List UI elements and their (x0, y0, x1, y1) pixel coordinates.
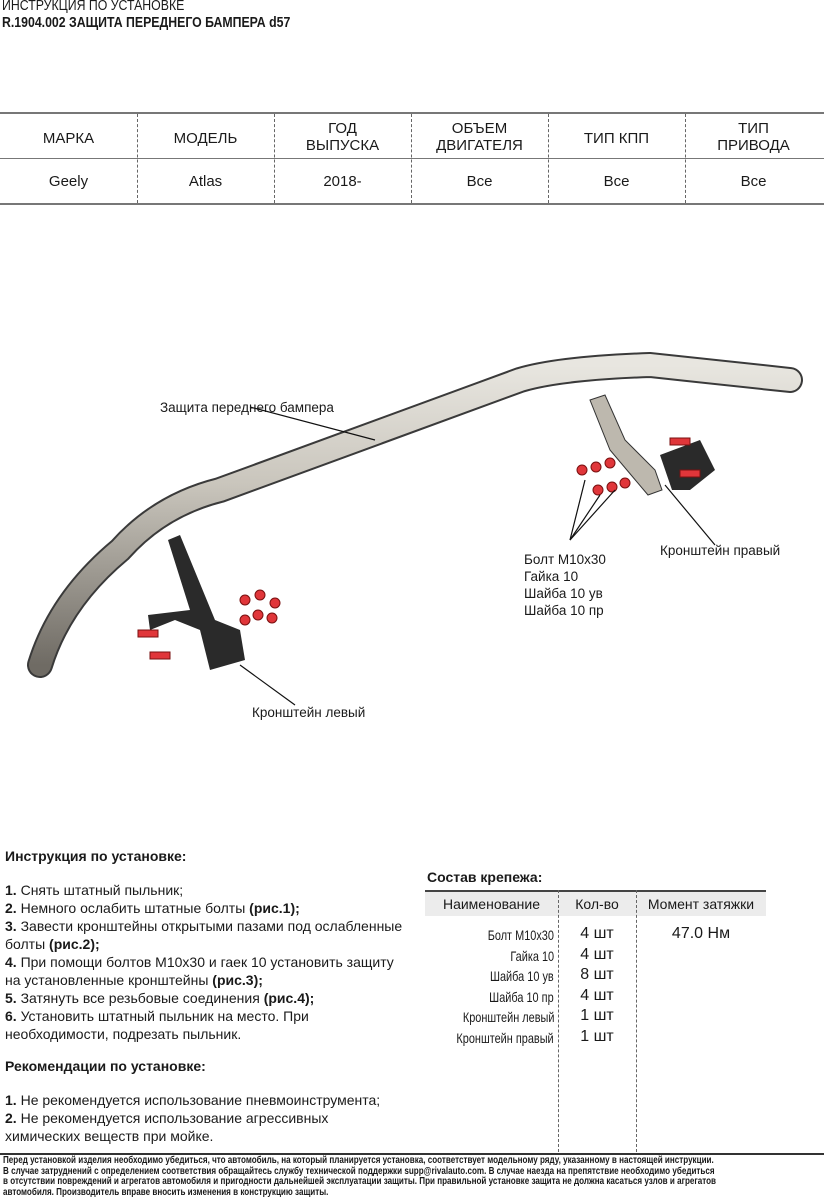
fastener-item: Шайба 10 пр (524, 603, 604, 618)
col-header-name: Наименование (442, 896, 541, 912)
spec-value: Atlas (188, 173, 223, 190)
doc-title: R.1904.002 ЗАЩИТА ПЕРЕДНЕГО БАМПЕРА d57 (2, 14, 291, 31)
spec-value: Все (740, 173, 767, 190)
label-left-bracket: Кронштейн левый (252, 705, 366, 720)
fastener-name: Гайка 10 (510, 947, 554, 964)
spec-value: Все (466, 173, 493, 190)
spec-header: МАРКА (0, 130, 137, 147)
footer-disclaimer: Перед установкой изделия необходимо убед… (3, 1155, 819, 1197)
leader-lines (239, 406, 716, 706)
col-header-qty: Кол-во (575, 896, 619, 912)
spec-header-text: ТИП (738, 120, 769, 137)
spec-header-text: ДВИГАТЕЛЯ (436, 137, 523, 154)
right-bracket (589, 394, 663, 496)
fastener-qty: 4 шт (580, 945, 614, 963)
instruction-step: 3. Завести кронштейны открытыми пазами п… (5, 918, 403, 952)
fasteners-title: Состав крепежа: (427, 869, 543, 885)
label-bumper-guard: Защита переднего бампера (160, 400, 334, 415)
fastener-item: Гайка 10 (524, 569, 579, 584)
spec-header-text: ПРИВОДА (717, 137, 790, 154)
fastener-qty: 1 шт (580, 1027, 614, 1045)
fastener-qty: 4 шт (580, 986, 614, 1004)
spec-header: МОДЕЛЬ (137, 130, 274, 147)
divider (0, 1153, 824, 1155)
spec-header-text: МАРКА (42, 130, 95, 147)
fastener-name: Шайба 10 ув (490, 968, 554, 984)
divider (0, 112, 824, 114)
divider (0, 203, 824, 205)
recommendation: 1. Не рекомендуется использование пневмо… (5, 1092, 381, 1108)
footer-line: в отсутствии повреждений и агрегатов авт… (3, 1175, 717, 1188)
spec-header-text: МОДЕЛЬ (173, 130, 238, 147)
footer-line: Перед установкой изделия необходимо убед… (3, 1154, 714, 1166)
instruction-step: 4. При помощи болтов М10х30 и гаек 10 ус… (5, 954, 394, 988)
spec-value: Все (603, 173, 630, 190)
footer-line: автомобиля. Производитель вправе вносить… (3, 1185, 329, 1198)
spec-header-text: ВЫПУСКА (305, 137, 380, 154)
spec-header-text: ГОД (328, 120, 357, 137)
bumper-guard-diagram (27, 351, 803, 706)
spec-header: ТИП КПП (548, 130, 685, 147)
recommendation: 2. Не рекомендуется использование агресс… (5, 1110, 329, 1144)
fastener-qty: 4 шт (580, 925, 614, 942)
instruction-step: 1. Снять штатный пыльник; (5, 882, 184, 898)
instruction-step: 5. Затянуть все резьбовые соединения (ри… (5, 990, 315, 1006)
torque-value: 47.0 Нм (671, 925, 731, 942)
fastener-name: Кронштейн левый (462, 1009, 554, 1025)
divider (0, 158, 824, 159)
fastener-item: Болт М10х30 (524, 552, 606, 567)
instruction-step: 6. Установить штатный пыльник на место. … (5, 1008, 309, 1042)
label-right-bracket: Кронштейн правый (660, 543, 781, 558)
instruction-step: 2. Немного ослабить штатные болты (рис.1… (5, 900, 300, 916)
left-bracket (148, 535, 245, 670)
fastener-name: Шайба 10 пр (489, 988, 554, 1005)
doc-subtitle: ИНСТРУКЦИЯ ПО УСТАНОВКЕ (2, 0, 185, 14)
col-header-torque: Момент затяжки (647, 896, 755, 912)
fastener-qty: 8 шт (580, 966, 614, 983)
footer-line: В случае затруднений с определением соот… (3, 1164, 715, 1177)
fastener-qty: 1 шт (580, 1007, 614, 1024)
spec-header-text: ОБЪЕМ (451, 120, 508, 137)
fastener-name: Кронштейн правый (456, 1029, 554, 1046)
instructions-title: Инструкция по установке: (5, 848, 187, 864)
fasteners-table: Наименование Кол-во Момент затяжки Болт … (425, 890, 766, 1152)
spec-value: 2018- (323, 173, 362, 190)
installation-instructions: Инструкция по установке: 1. Снять штатны… (5, 847, 405, 1145)
spec-header-text: ТИП КПП (583, 130, 650, 147)
fastener-item: Шайба 10 ув (524, 586, 603, 601)
spec-value: Geely (48, 173, 89, 190)
fastener-name: Болт М10х30 (487, 927, 554, 943)
bolts-icon (137, 437, 701, 660)
fastener-list: Болт М10х30 Гайка 10 Шайба 10 ув Шайба 1… (524, 551, 606, 619)
recommendations-title: Рекомендации по установке: (5, 1058, 206, 1074)
